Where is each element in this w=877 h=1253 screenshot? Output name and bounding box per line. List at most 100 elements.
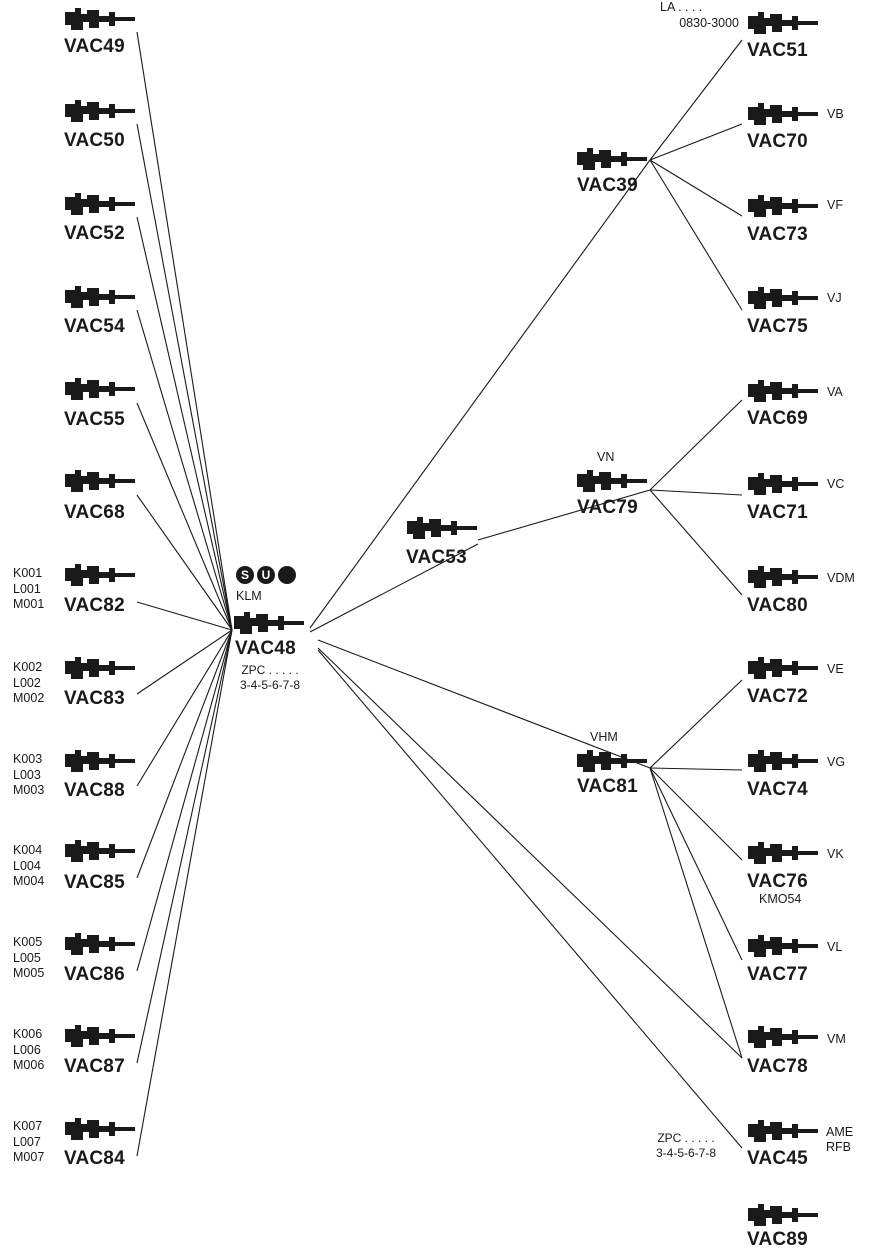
key-label: VAC68 bbox=[64, 502, 125, 523]
key-label: VAC78 bbox=[747, 1056, 808, 1077]
key-icon[interactable] bbox=[65, 378, 135, 400]
key-icon[interactable] bbox=[748, 195, 818, 217]
connector-vac48-vac83 bbox=[136, 629, 233, 695]
key-note: ZPC . . . . . 3-4-5-6-7-8 bbox=[640, 1131, 732, 1161]
sub-label: KMO54 bbox=[759, 892, 802, 906]
key-icon[interactable] bbox=[748, 12, 818, 34]
code: K002 bbox=[13, 660, 43, 674]
key-blank-icon bbox=[65, 1118, 135, 1140]
code: M002 bbox=[13, 691, 45, 705]
key-icon[interactable] bbox=[65, 840, 135, 862]
connector-vac39-vac51 bbox=[649, 39, 743, 161]
key-label: VAC75 bbox=[747, 316, 808, 337]
key-icon[interactable] bbox=[65, 1025, 135, 1047]
key-blank-icon bbox=[748, 657, 818, 679]
code: M006 bbox=[13, 1058, 45, 1072]
key-label: VAC71 bbox=[747, 502, 808, 523]
connector-vac81-vac78 bbox=[649, 767, 743, 1059]
key-icon[interactable] bbox=[748, 1204, 818, 1226]
key-blank-icon bbox=[65, 100, 135, 122]
key-icon[interactable] bbox=[748, 566, 818, 588]
key-icon[interactable] bbox=[748, 103, 818, 125]
key-icon[interactable] bbox=[577, 750, 647, 772]
code-list: K005 L005 M005 bbox=[13, 935, 44, 982]
code: K007 bbox=[13, 1119, 43, 1133]
key-icon[interactable] bbox=[748, 287, 818, 309]
code-list: K007 L007 M007 bbox=[13, 1119, 44, 1166]
key-icon[interactable] bbox=[65, 286, 135, 308]
connector-vac48-vac87 bbox=[136, 629, 233, 1064]
group-label: VHM bbox=[590, 730, 618, 744]
key-label: VAC87 bbox=[64, 1056, 125, 1077]
key-blank-icon bbox=[65, 564, 135, 586]
connector-vac48-vac84 bbox=[136, 629, 233, 1157]
key-label: VAC74 bbox=[747, 779, 808, 800]
key-icon[interactable] bbox=[748, 657, 818, 679]
connector-vac48-vac49 bbox=[136, 31, 233, 631]
code: M001 bbox=[13, 597, 45, 611]
key-blank-icon bbox=[748, 195, 818, 217]
s-circle-icon: S bbox=[236, 566, 254, 584]
key-icon[interactable] bbox=[748, 1026, 818, 1048]
key-icon[interactable] bbox=[65, 564, 135, 586]
key-blank-icon bbox=[65, 1025, 135, 1047]
key-blank-icon bbox=[748, 1120, 818, 1142]
key-icon[interactable] bbox=[407, 517, 477, 539]
key-label: VAC76 bbox=[747, 871, 808, 892]
key-label: VAC70 bbox=[747, 131, 808, 152]
connector-vac81-vac74 bbox=[649, 767, 743, 771]
side-label-stack: AME RFB bbox=[826, 1125, 853, 1155]
key-icon[interactable] bbox=[234, 612, 304, 634]
key-icon[interactable] bbox=[748, 842, 818, 864]
key-icon[interactable] bbox=[65, 750, 135, 772]
key-icon[interactable] bbox=[65, 100, 135, 122]
code: K003 bbox=[13, 752, 43, 766]
key-label: VAC51 bbox=[747, 40, 808, 61]
key-icon[interactable] bbox=[65, 193, 135, 215]
center-note: ZPC . . . . . 3-4-5-6-7-8 bbox=[228, 663, 312, 693]
key-icon[interactable] bbox=[65, 8, 135, 30]
code: K001 bbox=[13, 566, 43, 580]
key-label-vac48: VAC48 bbox=[235, 638, 296, 659]
key-icon[interactable] bbox=[577, 470, 647, 492]
connector-vac81-vac77 bbox=[649, 767, 743, 961]
code-list: K002 L002 M002 bbox=[13, 660, 44, 707]
side-label: VL bbox=[827, 940, 843, 954]
key-blank-icon bbox=[748, 1026, 818, 1048]
key-icon[interactable] bbox=[65, 1118, 135, 1140]
key-blank-icon bbox=[748, 750, 818, 772]
code-list: K006 L006 M006 bbox=[13, 1027, 44, 1074]
code: K005 bbox=[13, 935, 43, 949]
side-label: VJ bbox=[827, 291, 842, 305]
key-blank-icon bbox=[748, 380, 818, 402]
note-line: 0830-3000 bbox=[679, 15, 739, 30]
side-label: RFB bbox=[826, 1140, 851, 1154]
key-blank-icon bbox=[748, 103, 818, 125]
code: L005 bbox=[13, 950, 41, 965]
code: M005 bbox=[13, 966, 45, 980]
side-label: VA bbox=[827, 385, 843, 399]
key-icon[interactable] bbox=[748, 380, 818, 402]
connector-vac79-vac80 bbox=[649, 489, 743, 596]
connector-vac48-vac39 bbox=[309, 159, 651, 629]
key-icon[interactable] bbox=[748, 473, 818, 495]
code: L006 bbox=[13, 1042, 41, 1057]
connector-vac48-vac68 bbox=[136, 494, 233, 631]
key-label: VAC77 bbox=[747, 964, 808, 985]
connector-vac39-vac75 bbox=[649, 159, 743, 311]
code: L007 bbox=[13, 1134, 41, 1149]
key-label: VAC83 bbox=[64, 688, 125, 709]
key-icon[interactable] bbox=[65, 657, 135, 679]
connector-vac79-vac71 bbox=[649, 489, 743, 496]
key-icon[interactable] bbox=[65, 470, 135, 492]
connector-vac48-vac52 bbox=[136, 216, 233, 631]
key-icon[interactable] bbox=[748, 750, 818, 772]
key-icon[interactable] bbox=[577, 148, 647, 170]
key-icon[interactable] bbox=[748, 1120, 818, 1142]
key-label: VAC88 bbox=[64, 780, 125, 801]
key-icon[interactable] bbox=[65, 933, 135, 955]
key-icon[interactable] bbox=[748, 935, 818, 957]
connector-vac81-vac76 bbox=[649, 767, 743, 861]
connector-vac48-vac81 bbox=[317, 639, 651, 769]
